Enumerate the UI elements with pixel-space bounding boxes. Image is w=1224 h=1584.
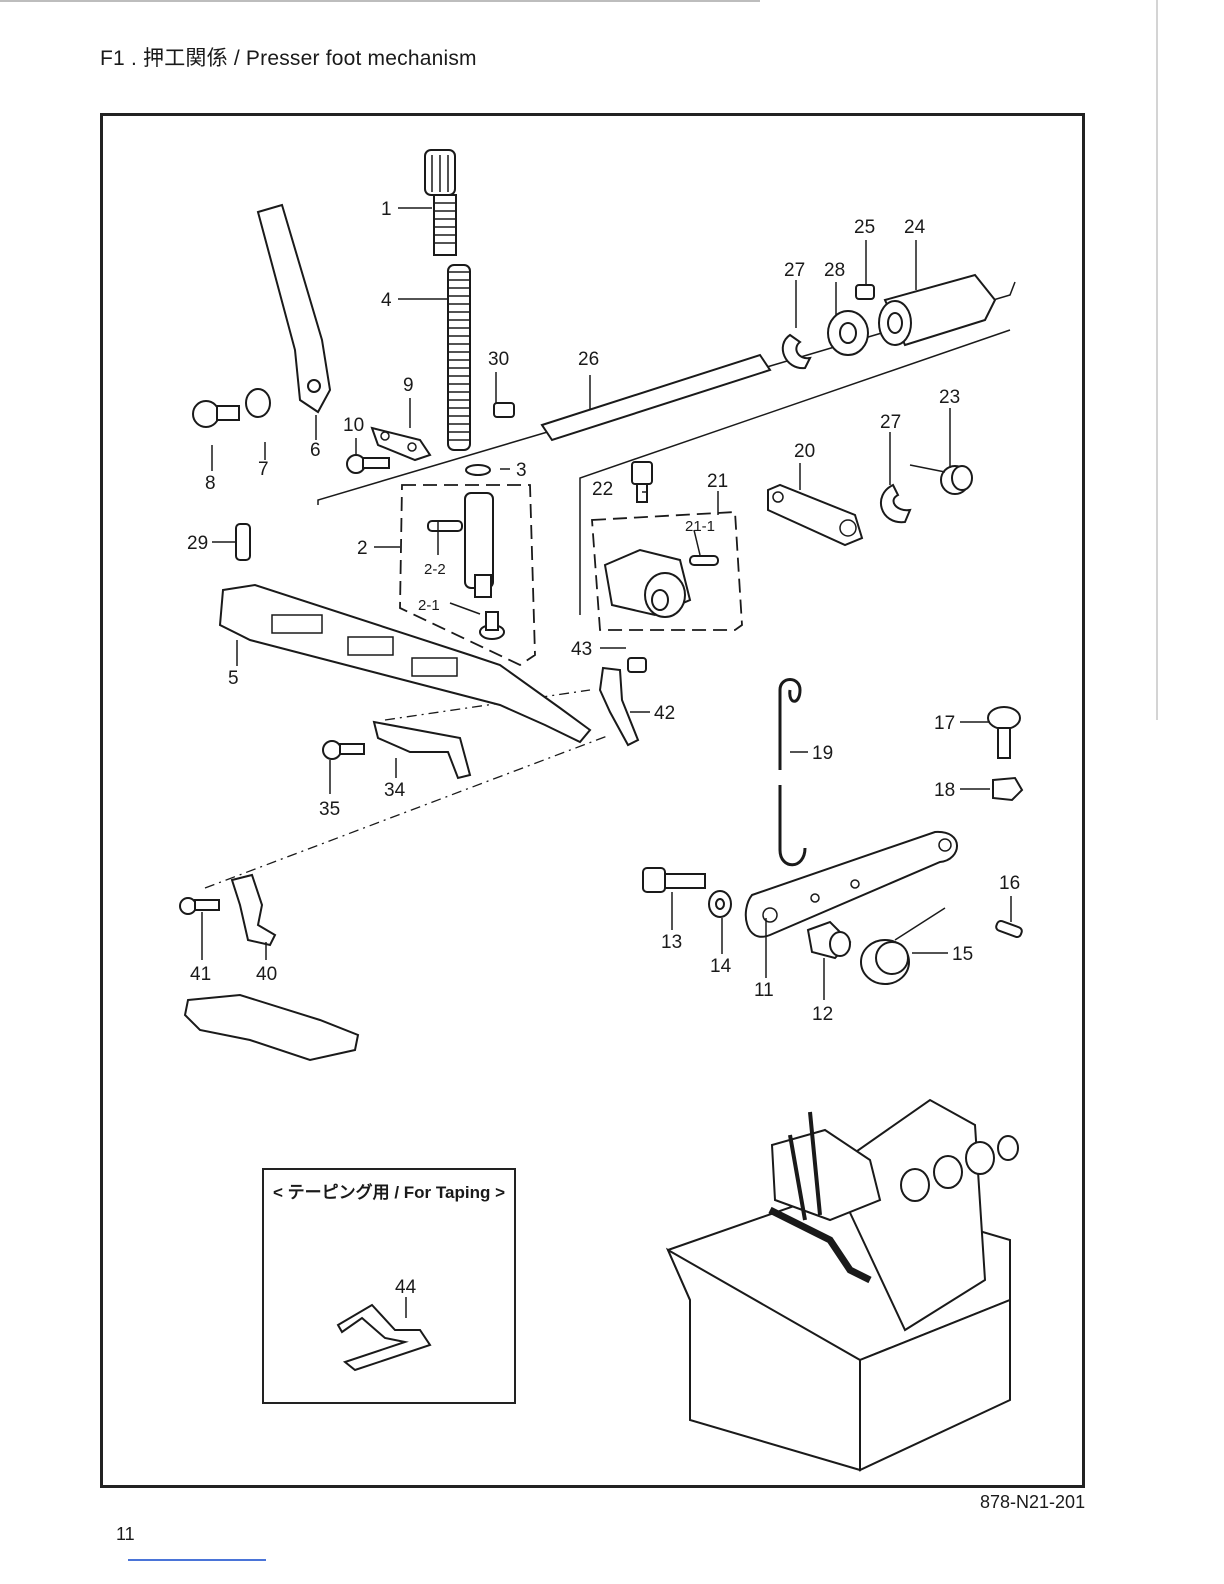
callout-5: 5 [228, 668, 239, 689]
callout-14: 14 [710, 956, 732, 977]
screw-41 [180, 898, 219, 914]
lever-34 [374, 722, 470, 778]
callout-4: 4 [381, 290, 392, 311]
lever-plate [372, 428, 430, 460]
set-screw-43 [628, 658, 646, 672]
taping-inset: < テーピング用 / For Taping > [262, 1168, 516, 1404]
callout-18: 18 [934, 780, 955, 801]
callout-7: 7 [258, 459, 269, 480]
callout-1: 1 [381, 199, 392, 220]
callout-15: 15 [952, 944, 973, 965]
pin-16 [995, 920, 1023, 938]
shoulder-screw [193, 401, 239, 427]
link-plate [768, 485, 862, 545]
callout-16: 16 [999, 873, 1020, 894]
callout-43: 43 [571, 639, 592, 660]
torsion-spring-23 [910, 465, 972, 494]
callout-34: 34 [384, 780, 406, 801]
plate-screw [347, 455, 389, 473]
callout-35: 35 [319, 799, 340, 820]
hex-nut-18 [993, 778, 1022, 800]
callout-28: 28 [824, 260, 845, 281]
retaining-ring-lower [881, 485, 910, 522]
callout-2: 2 [357, 538, 368, 559]
washer [466, 465, 490, 475]
set-screw-25 [856, 285, 874, 299]
collar-washer [828, 311, 868, 355]
callout-17: 17 [934, 713, 955, 734]
adjusting-screw [425, 150, 456, 255]
foot-lever-40 [232, 875, 275, 945]
torsion-spring-15 [861, 908, 945, 984]
collar-block [605, 550, 718, 617]
callout-27-lower: 27 [880, 412, 901, 433]
bracket-42 [600, 668, 638, 745]
callout-25: 25 [854, 217, 875, 238]
callout-12: 12 [812, 1004, 833, 1025]
callout-2-1: 2-1 [418, 597, 440, 614]
callout-27-upper: 27 [784, 260, 805, 281]
callout-21-1: 21-1 [685, 518, 715, 535]
collar-12 [808, 922, 850, 958]
callout-41: 41 [190, 964, 211, 985]
lifting-lever [258, 205, 330, 412]
bottom-rule [128, 1559, 266, 1561]
screw-35 [323, 741, 364, 759]
callout-6: 6 [310, 440, 321, 461]
callout-21: 21 [707, 471, 728, 492]
washer-14 [709, 891, 731, 917]
set-screw-30 [494, 403, 514, 417]
callout-42: 42 [654, 703, 675, 724]
cap-screw-22 [632, 462, 652, 502]
callout-40: 40 [256, 964, 277, 985]
lever-hole [308, 380, 320, 392]
callout-3: 3 [516, 460, 527, 481]
shoulder-bolt-13 [643, 868, 705, 892]
callout-22: 22 [592, 479, 613, 500]
overlock-machine-illustration [668, 1100, 1018, 1470]
shaft-bushing [879, 275, 995, 345]
callout-20: 20 [794, 441, 815, 462]
callout-10: 10 [343, 415, 364, 436]
presser-spring [448, 265, 470, 450]
hook-rod [780, 680, 805, 865]
callout-19: 19 [812, 743, 833, 764]
retaining-ring-upper [783, 335, 810, 368]
document-code: 878-N21-201 [980, 1492, 1085, 1513]
lifter-shaft [542, 355, 770, 440]
callout-8: 8 [205, 473, 216, 494]
thumb-screw-17 [988, 707, 1020, 758]
pin-29 [236, 524, 250, 560]
callout-13: 13 [661, 932, 682, 953]
page-number: 11 [116, 1524, 135, 1545]
presser-foot [185, 995, 358, 1060]
callout-24: 24 [904, 217, 926, 238]
coil-spring [246, 389, 270, 417]
taping-inset-title: < テーピング用 / For Taping > [264, 1178, 514, 1203]
callout-30: 30 [488, 349, 509, 370]
callout-11: 11 [754, 980, 774, 1001]
callout-9: 9 [403, 375, 414, 396]
assembly-line-lower [205, 735, 610, 888]
callout-23: 23 [939, 387, 960, 408]
callout-26: 26 [578, 349, 599, 370]
callout-29: 29 [187, 533, 208, 554]
lifting-arm [220, 585, 590, 742]
callout-2-2: 2-2 [424, 561, 446, 578]
